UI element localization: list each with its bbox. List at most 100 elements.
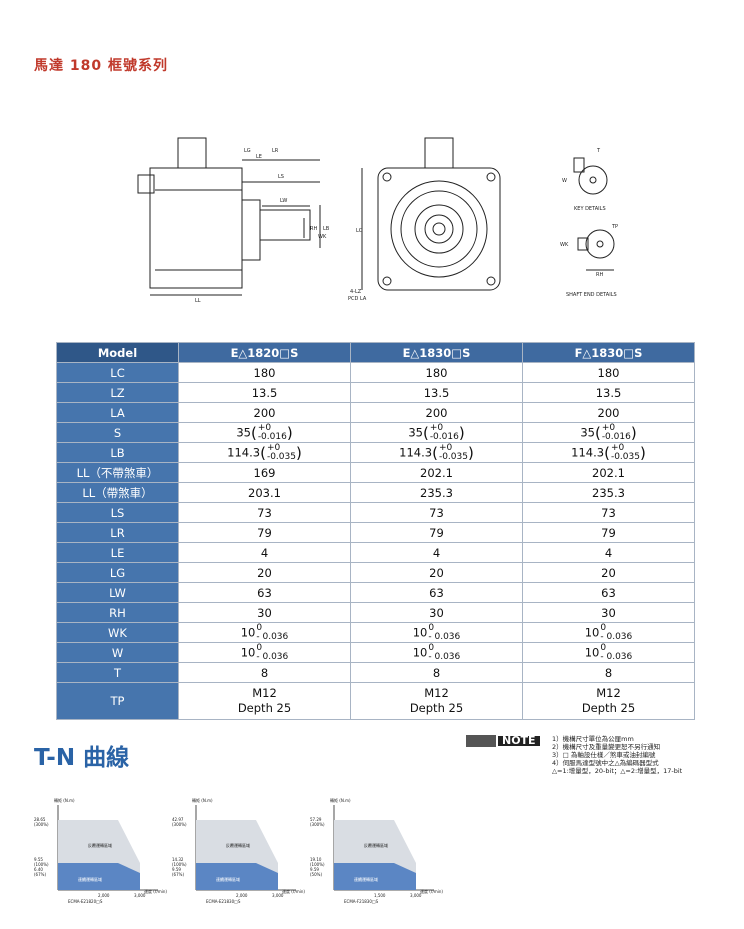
pencil-icon bbox=[466, 735, 496, 747]
curve-y-tick: 6.40 bbox=[34, 867, 43, 872]
table-cell: 20 bbox=[522, 562, 695, 583]
table-cell: 79 bbox=[178, 522, 351, 543]
curve-x-tick: 2,000 bbox=[98, 893, 110, 898]
row-label: LZ bbox=[56, 382, 179, 403]
curve-y-tick-pct: (50%) bbox=[310, 872, 322, 877]
curve-y-tick: 9.59 bbox=[172, 867, 181, 872]
curve-y-tick-pct: (300%) bbox=[34, 822, 49, 827]
curve-x-tick: 3,000 bbox=[134, 893, 146, 898]
row-label: LS bbox=[56, 502, 179, 523]
table-cell: 4 bbox=[522, 542, 695, 563]
table-cell: 200 bbox=[522, 402, 695, 423]
curve-zone-bottom-label: 連續運轉區域 bbox=[354, 876, 378, 882]
curve-y-tick-pct: (67%) bbox=[172, 872, 184, 877]
dim-lr-label: LR bbox=[272, 148, 279, 154]
note-badge: NOTE bbox=[466, 735, 540, 747]
table-cell: 10 0- 0.036 bbox=[350, 642, 523, 663]
curve-y-tick-pct: (100%) bbox=[34, 862, 49, 867]
dim-rh-label: RH bbox=[310, 226, 317, 232]
curve-y-label: 轉矩 (N.m) bbox=[330, 797, 351, 803]
row-label: S bbox=[56, 422, 179, 443]
curve-zone-top-label: 反覆運轉區域 bbox=[364, 842, 388, 848]
curve-model-label: ECMA-E21830□S bbox=[206, 899, 241, 904]
table-cell: 35(+0-0.016) bbox=[522, 422, 695, 443]
table-header-model: Model bbox=[56, 342, 179, 363]
key-t-label: T bbox=[596, 148, 601, 154]
table-cell: 8 bbox=[350, 662, 523, 683]
table-cell: 10 0- 0.036 bbox=[522, 642, 695, 663]
curve-zone-bottom-label: 連續運轉區域 bbox=[78, 876, 102, 882]
table-cell: 114.3(+0-0.035) bbox=[522, 442, 695, 463]
row-label: TP bbox=[56, 682, 179, 720]
table-header-col: E△1820□S bbox=[178, 342, 351, 363]
dim-lb-label: LB bbox=[323, 226, 330, 232]
row-label: LE bbox=[56, 542, 179, 563]
table-cell: 30 bbox=[522, 602, 695, 623]
row-label: WK bbox=[56, 622, 179, 643]
dim-lz-label: 4-LZ bbox=[350, 289, 362, 295]
table-cell: 180 bbox=[522, 362, 695, 383]
note-line: △=1:增量型，20-bit；△=2:增量型，17-bit bbox=[552, 767, 683, 775]
note-tag: NOTE bbox=[498, 735, 540, 746]
curve-x-tick: 3,000 bbox=[272, 893, 284, 898]
table-cell: 202.1 bbox=[350, 462, 523, 483]
table-header-col: F△1830□S bbox=[522, 342, 695, 363]
dim-lc-label: LC bbox=[356, 228, 363, 234]
table-cell: 30 bbox=[350, 602, 523, 623]
table-cell: 20 bbox=[178, 562, 351, 583]
table-cell: 35(+0-0.016) bbox=[178, 422, 351, 443]
dim-lw-label: LW bbox=[280, 198, 287, 204]
note-line: 1）機構尺寸單位為公厘mm bbox=[552, 735, 634, 743]
table-cell: 13.5 bbox=[522, 382, 695, 403]
row-label: LA bbox=[56, 402, 179, 423]
curve-y-tick: 14.32 bbox=[172, 857, 184, 862]
curve-zone-top-label: 反覆運轉區域 bbox=[88, 842, 112, 848]
table-cell: 73 bbox=[522, 502, 695, 523]
curve-y-tick: 9.55 bbox=[34, 857, 43, 862]
table-cell: 235.3 bbox=[522, 482, 695, 503]
table-cell: 73 bbox=[178, 502, 351, 523]
dim-ll-label: LL bbox=[195, 298, 201, 304]
key-w-label: W bbox=[562, 178, 567, 184]
row-label: LW bbox=[56, 582, 179, 603]
curve-x-label: 速度 (r/min) bbox=[282, 888, 305, 894]
curve-x-tick: 1,500 bbox=[374, 893, 386, 898]
note-line: 4）伺服馬達型號中之△為編碼器型式 bbox=[552, 759, 659, 767]
row-label: T bbox=[56, 662, 179, 683]
curve-x-label: 速度 (r/min) bbox=[420, 888, 443, 894]
motor-dimension-drawing: LG LE LR LS LW RH WK LB LL LC 4-LZ PCD L… bbox=[137, 137, 618, 304]
note-line: 3）□ 為軸設仕樣／煞車或油封編號 bbox=[552, 751, 656, 759]
row-label: LG bbox=[56, 562, 179, 583]
tn-curves: 轉矩 (N.m)28.65(300%)9.55(100%)6.40(67%)反覆… bbox=[34, 797, 443, 904]
key-rh-label: RH bbox=[596, 272, 603, 278]
curve-x-tick: 2,000 bbox=[236, 893, 248, 898]
note-line: 2）機構尺寸及重量變更恕不另行通知 bbox=[552, 743, 661, 751]
key-tp-label: TP bbox=[611, 224, 618, 230]
curve-x-label: 速度 (r/min) bbox=[144, 888, 167, 894]
dim-wk-label: WK bbox=[318, 234, 327, 240]
table-cell: 63 bbox=[350, 582, 523, 603]
section-title: 馬達 180 框號系列 bbox=[34, 58, 168, 74]
curve-y-tick-pct: (300%) bbox=[172, 822, 187, 827]
table-cell: 79 bbox=[350, 522, 523, 543]
table-cell: 202.1 bbox=[522, 462, 695, 483]
row-label: LL（不帶煞車） bbox=[56, 462, 179, 483]
curve-continuous-zone bbox=[334, 863, 416, 890]
shaft-end-details-label: SHAFT END DETAILS bbox=[566, 292, 617, 298]
curve-y-tick: 19.10 bbox=[310, 857, 322, 862]
key-wk-label: WK bbox=[560, 242, 569, 248]
dim-la-label: PCD LA bbox=[348, 296, 367, 302]
curve-model-label: ECMA-E21820□S bbox=[68, 899, 103, 904]
row-label: LR bbox=[56, 522, 179, 543]
